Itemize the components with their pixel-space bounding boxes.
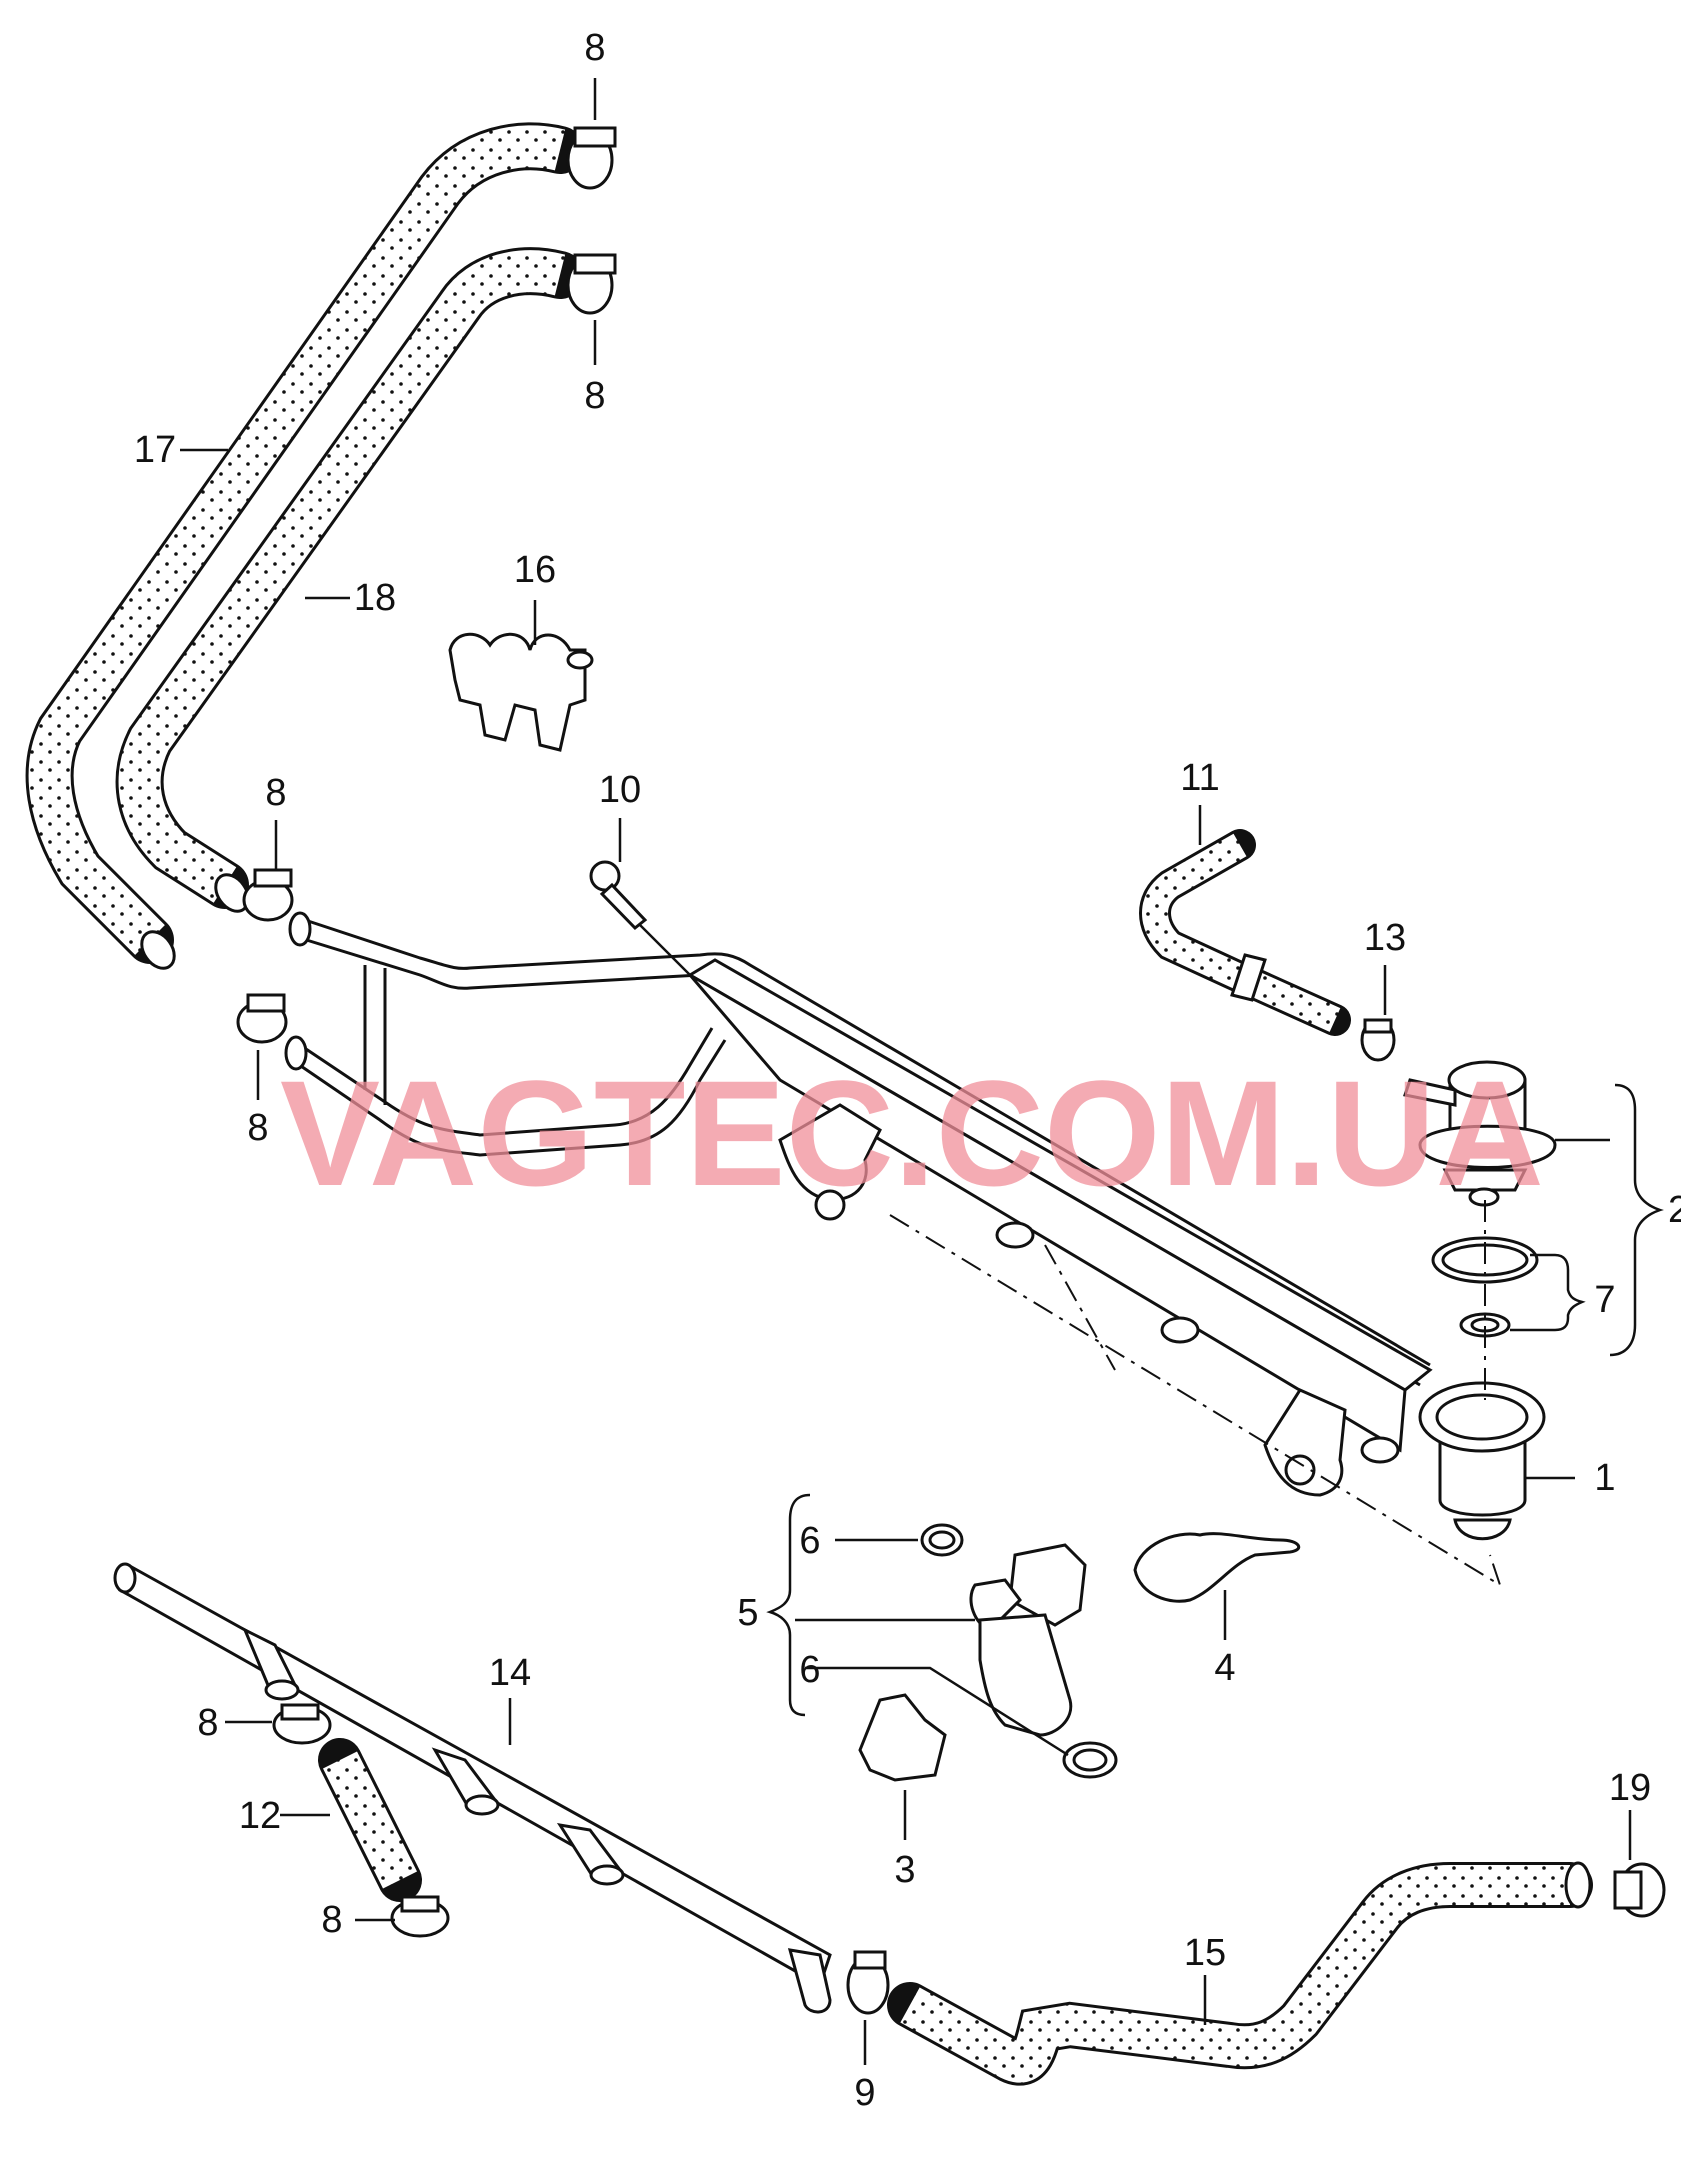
callout-7: 7 xyxy=(1594,1279,1615,1321)
callout-8-top: 8 xyxy=(584,27,605,69)
callout-15: 15 xyxy=(1184,1932,1226,1974)
callout-2: 2 xyxy=(1668,1189,1681,1231)
callout-8-left-lower: 8 xyxy=(247,1107,268,1149)
callout-13: 13 xyxy=(1364,917,1406,959)
hose-clamp-8-mid xyxy=(566,253,617,315)
fuel-distributor-14 xyxy=(113,1562,832,2014)
callout-8-bottom-lower: 8 xyxy=(321,1899,342,1941)
hose-clamp-13 xyxy=(1360,1018,1396,1062)
callout-5: 5 xyxy=(737,1592,758,1634)
callout-19: 19 xyxy=(1609,1767,1651,1809)
callout-18: 18 xyxy=(354,577,396,619)
fuel-rail-1 xyxy=(687,958,1546,1588)
callout-10: 10 xyxy=(599,769,641,811)
callout-17: 17 xyxy=(134,429,176,471)
hose-15 xyxy=(887,1861,1593,2086)
callout-8-mid: 8 xyxy=(584,375,605,417)
clip-3 xyxy=(858,1693,947,1782)
hose-clamp-8-left-upper xyxy=(242,868,294,922)
callout-8-left-upper: 8 xyxy=(265,772,286,814)
callout-12: 12 xyxy=(239,1795,281,1837)
o-rings-7 xyxy=(1431,1200,1539,1400)
leader-lines xyxy=(180,78,1664,2065)
callout-11: 11 xyxy=(1180,757,1219,799)
callout-9: 9 xyxy=(854,2072,875,2114)
callout-4: 4 xyxy=(1214,1647,1235,1689)
hose-clamp-8-bottom-lower xyxy=(390,1895,450,1938)
bolt-10 xyxy=(589,860,691,976)
callout-3: 3 xyxy=(894,1849,915,1891)
callout-1: 1 xyxy=(1594,1457,1615,1499)
hose-clamp-8-top xyxy=(566,126,617,190)
clip-16 xyxy=(448,632,594,752)
hose-12 xyxy=(318,1738,422,1902)
pressure-regulator-2 xyxy=(1403,1060,1557,1207)
hose-clamp-9 xyxy=(846,1950,890,2015)
callout-6-upper: 6 xyxy=(799,1520,820,1562)
watermark: VAGTEC.COM.UA xyxy=(280,1049,1544,1217)
hose-clamp-8-bottom-upper xyxy=(272,1703,332,1745)
injector-5 xyxy=(920,1523,1118,1779)
hose-18 xyxy=(115,247,584,913)
hose-clamp-19 xyxy=(1613,1862,1666,1918)
callout-14: 14 xyxy=(489,1652,531,1694)
hose-17 xyxy=(25,122,584,970)
callout-8-bottom-upper: 8 xyxy=(197,1702,218,1744)
hose-clamp-8-left-lower xyxy=(236,993,288,1044)
callout-6-lower: 6 xyxy=(799,1649,820,1691)
callout-16: 16 xyxy=(514,549,556,591)
hose-11 xyxy=(1139,829,1351,1036)
fuel-rail-pipes xyxy=(284,911,1431,1387)
retaining-clip-4 xyxy=(1133,1532,1301,1603)
